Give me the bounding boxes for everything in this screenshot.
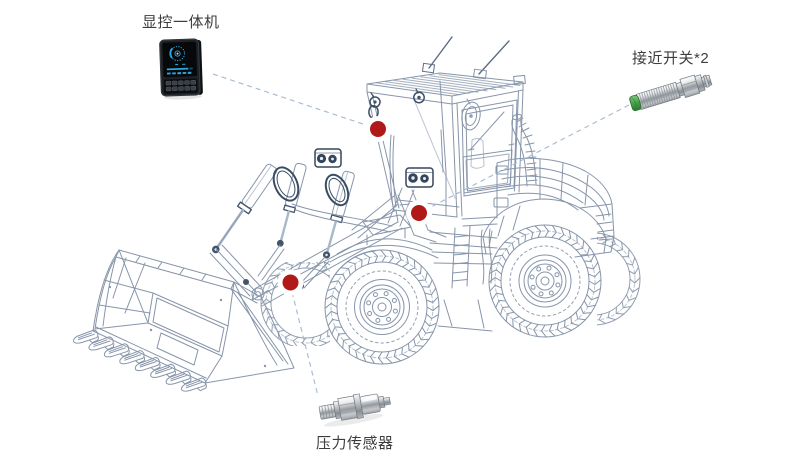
bucket (71, 249, 295, 397)
marker-pressure-sensor (282, 274, 299, 291)
leader-display-unit (212, 73, 367, 126)
marker-display-unit (370, 121, 386, 137)
cab (366, 36, 526, 289)
leader-lines (212, 73, 630, 397)
sensor-location-markers (277, 116, 432, 296)
cylinder-a (211, 163, 278, 254)
leader-proximity-switch (430, 104, 630, 208)
label-display-unit: 显控一体机 (142, 14, 220, 31)
label-pressure-sensor: 压力传感器 (316, 435, 394, 452)
cylinder-b (276, 162, 307, 247)
roof-lamp-icons (368, 88, 425, 119)
engine-hood (431, 157, 615, 332)
display-unit-image (159, 38, 203, 100)
marker-proximity-switch (411, 205, 427, 221)
pressure-sensor-image (318, 393, 391, 427)
rear-wheel (488, 224, 602, 338)
exhaust-pipe (511, 113, 538, 187)
clevis-box-frame (405, 167, 434, 188)
front-wheel (324, 249, 440, 365)
label-proximity-switch: 接近开关*2 (632, 50, 710, 67)
wheel-loader-drawing (71, 36, 641, 397)
clevis-box-boom (314, 148, 342, 168)
keypad (165, 80, 197, 92)
hose-rings (272, 166, 350, 207)
proximity-switch-image (629, 74, 713, 112)
boom-linkage (209, 148, 447, 307)
